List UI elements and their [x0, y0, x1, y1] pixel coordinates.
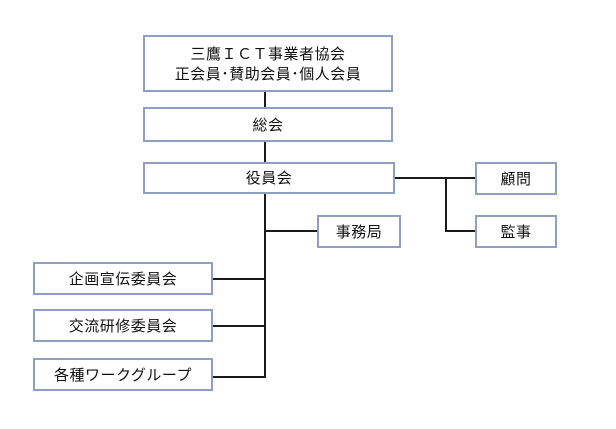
- connector-to-committee-1: [212, 278, 266, 280]
- committee-exchange-box: 交流研修委員会: [33, 309, 213, 342]
- connector-to-secretariat: [264, 230, 318, 232]
- committee-label: 企画宣伝委員会: [68, 269, 178, 288]
- secretariat-label: 事務局: [335, 222, 383, 241]
- member-categories: 正会員･賛助会員･個人会員: [174, 64, 362, 83]
- connector-to-committee-3: [212, 376, 266, 378]
- auditor-box: 監事: [475, 215, 557, 248]
- association-name: 三鷹ＩＣＴ事業者協会: [190, 44, 346, 63]
- advisor-box: 顧問: [475, 162, 557, 195]
- working-groups-box: 各種ワークグループ: [33, 358, 213, 391]
- committee-planning-box: 企画宣伝委員会: [33, 262, 213, 295]
- connector-general-to-board: [264, 142, 266, 162]
- board-label: 役員会: [245, 169, 293, 187]
- advisor-label: 顧問: [500, 169, 532, 188]
- connector-right-branch: [445, 177, 447, 232]
- association-members-box: 三鷹ＩＣＴ事業者協会 正会員･賛助会員･個人会員: [143, 35, 393, 92]
- general-meeting-box: 総会: [143, 107, 393, 142]
- connector-top-to-general: [264, 91, 266, 108]
- connector-to-auditor: [445, 230, 476, 232]
- committee-label: 交流研修委員会: [68, 316, 178, 335]
- connector-to-committee-2: [212, 325, 266, 327]
- committee-label: 各種ワークグループ: [53, 365, 192, 384]
- auditor-label: 監事: [500, 222, 532, 241]
- general-meeting-label: 総会: [252, 115, 284, 134]
- connector-board-to-right: [394, 177, 476, 179]
- board-box: 役員会: [143, 162, 395, 194]
- secretariat-box: 事務局: [317, 215, 401, 248]
- connector-board-trunk: [264, 193, 266, 378]
